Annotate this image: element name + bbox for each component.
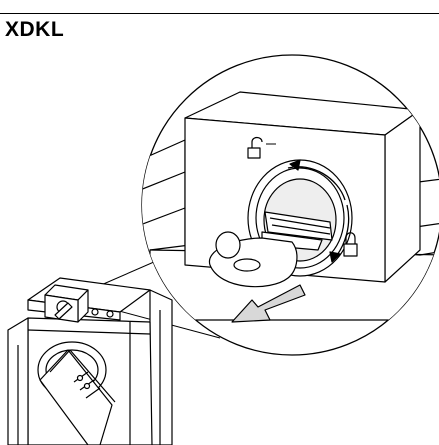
key-icon (208, 231, 323, 288)
detail-magnifier (84, 54, 439, 356)
locked-symbol-icon (343, 232, 358, 257)
small-lock-block (44, 284, 89, 323)
page-title: XDKL (5, 18, 65, 41)
remove-key-arrow-icon (231, 284, 306, 323)
header-rule (0, 13, 439, 14)
rotary-handle-device (7, 277, 173, 445)
side-plate (149, 289, 173, 445)
unlocked-symbol-icon (247, 136, 276, 159)
handle-lever (39, 349, 113, 445)
